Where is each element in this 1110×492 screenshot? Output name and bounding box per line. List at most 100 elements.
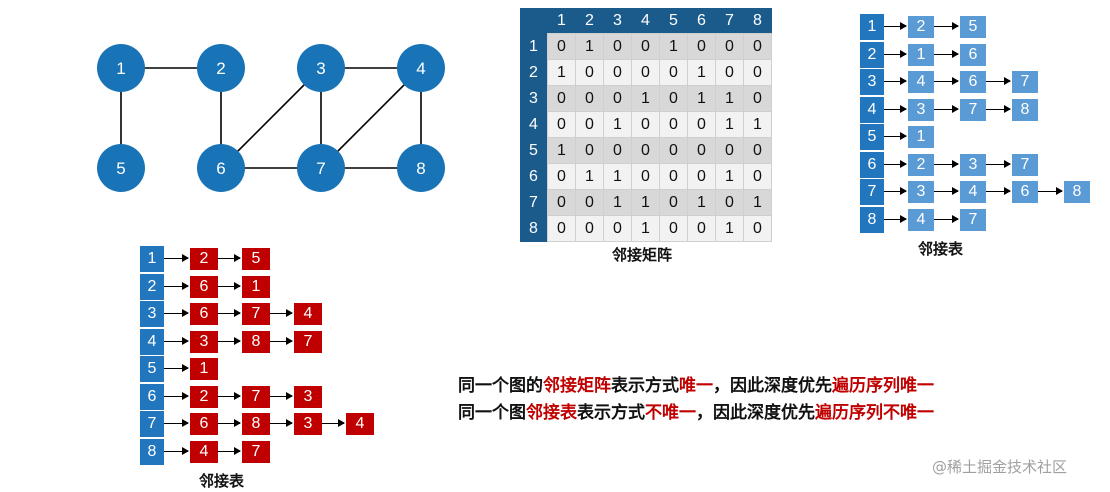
- matrix-cell: 0: [687, 215, 716, 242]
- arrow-icon: [270, 309, 293, 317]
- matrix-cell: 0: [659, 111, 688, 138]
- graph-node-label: 5: [116, 159, 125, 178]
- arrow-icon: [986, 104, 1011, 113]
- graph-node-3: 3: [297, 44, 345, 92]
- matrix-cell: 1: [715, 215, 744, 242]
- matrix-cell: 0: [631, 33, 660, 60]
- matrix-corner: [520, 8, 548, 34]
- note-matrix-unique: 同一个图的邻接矩阵表示方式唯一，因此深度优先遍历序列唯一: [458, 371, 934, 396]
- arrow-icon: [884, 132, 907, 140]
- matrix-row-header: 1: [520, 33, 548, 60]
- arrow-icon: [934, 214, 959, 223]
- matrix-row-header: 4: [520, 111, 548, 138]
- arrow-icon: [164, 309, 189, 317]
- adjacency-node: 3: [960, 153, 986, 176]
- adjacency-node: 3: [294, 385, 322, 408]
- adjacency-node: 7: [242, 303, 270, 325]
- adjacency-head: 6: [140, 383, 164, 411]
- arrow-icon: [218, 419, 241, 427]
- adjacency-head: 6: [860, 151, 884, 179]
- adjacency-node: 6: [960, 71, 986, 93]
- adjacency-node: 7: [1012, 153, 1038, 176]
- matrix-cell: 0: [715, 59, 744, 86]
- adjacency-head: 7: [140, 411, 164, 438]
- adjacency-head: 2: [140, 273, 164, 301]
- matrix-cell: 0: [575, 137, 604, 164]
- note-text: 同一个图: [458, 403, 526, 423]
- matrix-cell: 0: [575, 85, 604, 112]
- arrow-icon: [884, 77, 907, 85]
- adjacency-head: 8: [860, 206, 884, 234]
- matrix-cell: 0: [743, 85, 772, 112]
- matrix-cell: 0: [575, 215, 604, 242]
- arrow-icon: [270, 419, 293, 427]
- matrix-cell: 0: [743, 33, 772, 60]
- matrix-column-header: 6: [687, 8, 716, 34]
- arrow-icon: [884, 159, 907, 168]
- matrix-row-header: 3: [520, 85, 548, 112]
- graph-node-label: 2: [216, 59, 225, 78]
- adjacency-node: 7: [960, 208, 986, 231]
- adjacency-head: 1: [860, 14, 884, 41]
- adjacency-node: 1: [190, 358, 218, 380]
- adjacency-node: 3: [908, 181, 934, 203]
- matrix-cell: 1: [715, 163, 744, 190]
- matrix-row-header: 2: [520, 59, 548, 86]
- arrow-icon: [934, 49, 959, 58]
- arrow-icon: [218, 281, 241, 290]
- adjacency-node: 6: [190, 303, 218, 325]
- note-highlight: 邻接矩阵: [543, 376, 611, 396]
- matrix-cell: 0: [743, 163, 772, 190]
- matrix-cell: 1: [743, 189, 772, 216]
- graph-node-label: 8: [416, 159, 425, 178]
- matrix-cell: 0: [631, 59, 660, 86]
- note-highlight: 邻接表: [526, 403, 577, 423]
- adjacency-head: 4: [140, 328, 164, 356]
- matrix-cell: 1: [547, 59, 576, 86]
- adjacency-node: 4: [346, 413, 374, 435]
- note-text: ，因此深度优先: [696, 403, 815, 423]
- matrix-cell: 1: [687, 85, 716, 112]
- matrix-row-header: 5: [520, 137, 548, 164]
- matrix-cell: 1: [631, 85, 660, 112]
- matrix-cell: 0: [659, 85, 688, 112]
- matrix-column-header: 2: [575, 8, 604, 34]
- matrix-cell: 0: [547, 111, 576, 138]
- adjacency-node: 1: [908, 126, 934, 148]
- matrix-row-header: 6: [520, 163, 548, 190]
- matrix-row-header: 7: [520, 189, 548, 216]
- arrow-icon: [934, 159, 959, 168]
- matrix-cell: 0: [687, 163, 716, 190]
- arrow-icon: [1038, 187, 1063, 195]
- matrix-cell: 0: [631, 163, 660, 190]
- adjacency-node: 4: [294, 303, 322, 325]
- note-text: 同一个图的: [458, 376, 543, 396]
- arrow-icon: [986, 159, 1011, 168]
- matrix-cell: 0: [547, 85, 576, 112]
- adjacency-head: 3: [860, 69, 884, 96]
- matrix-cell: 1: [575, 33, 604, 60]
- matrix-cell: 0: [687, 137, 716, 164]
- note-highlight: 遍历序列唯一: [832, 376, 934, 396]
- matrix-cell: 0: [547, 33, 576, 60]
- arrow-icon: [270, 391, 293, 400]
- adjacency-node: 7: [1012, 71, 1038, 93]
- adjacency-node: 2: [908, 16, 934, 38]
- adjacency-node: 1: [908, 43, 934, 66]
- matrix-cell: 0: [575, 111, 604, 138]
- adjacency-node: 6: [190, 275, 218, 298]
- adjacency-node: 4: [908, 71, 934, 93]
- arrow-icon: [986, 77, 1011, 85]
- matrix-cell: 0: [603, 137, 632, 164]
- adjacency-node: 6: [960, 43, 986, 66]
